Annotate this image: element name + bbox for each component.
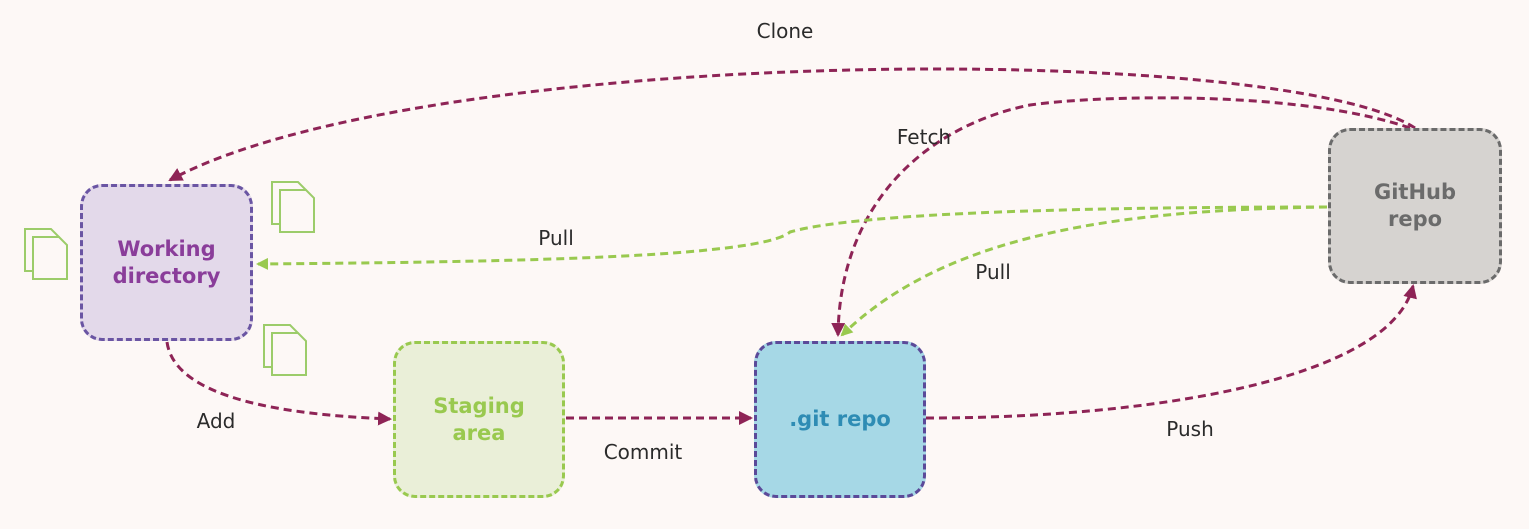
add-label: Add: [196, 409, 236, 433]
document-stack-icon: [263, 324, 307, 376]
github-repo-node: GitHub repo: [1328, 128, 1502, 284]
github-repo-label: GitHub repo: [1373, 180, 1457, 231]
commit-label: Commit: [603, 440, 683, 464]
push-arrow: [925, 284, 1417, 420]
add-arrow: [165, 341, 392, 426]
clone-arrow: [168, 67, 1416, 182]
working-directory-label: Working directory: [112, 236, 221, 288]
git-repo-node: .git repo: [754, 341, 926, 498]
pull-git-label: Pull: [975, 260, 1011, 284]
fetch-arrow: [831, 96, 1411, 337]
staging-area-node: Staging area: [393, 341, 565, 498]
fetch-label: Fetch: [896, 125, 952, 149]
document-stack-icon: [271, 181, 315, 233]
document-stack-icon: [24, 228, 68, 280]
working-directory-node: Working directory: [80, 184, 253, 341]
pull-working-arrow: [256, 205, 1328, 270]
git-repo-label: .git repo: [789, 407, 891, 431]
pull-git-arrow: [840, 205, 1328, 337]
staging-area-label: Staging area: [433, 393, 525, 445]
clone-label: Clone: [756, 19, 814, 43]
pull-working-label: Pull: [538, 226, 574, 250]
push-label: Push: [1166, 417, 1214, 441]
